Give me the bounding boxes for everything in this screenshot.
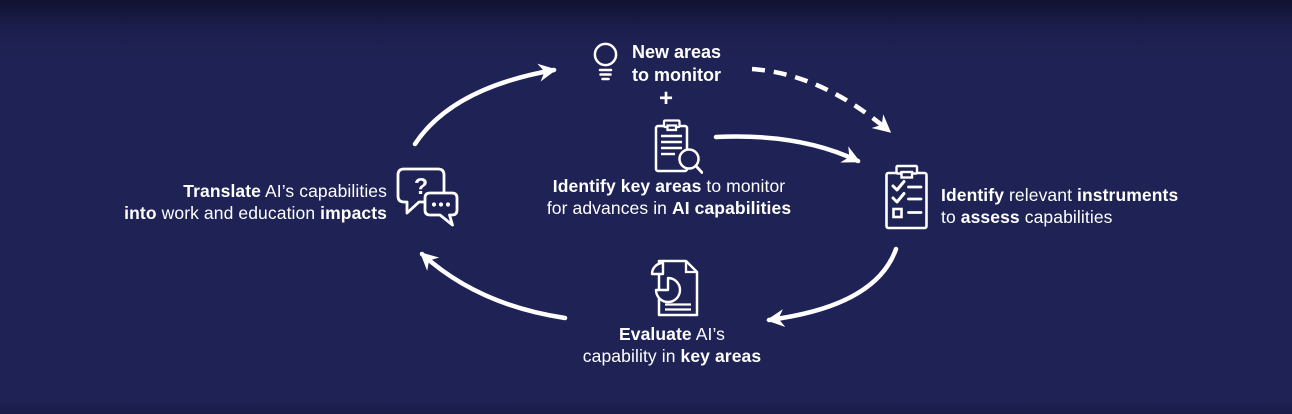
report-pie-icon	[650, 259, 699, 317]
identify-line1: Identify key areas to monitor	[552, 176, 786, 196]
translate-line2: into work and education impacts	[124, 203, 387, 223]
instruments-line1: Identify relevant instruments	[941, 185, 1179, 205]
evaluate-label: Evaluate AI’s capability in key areas	[517, 323, 827, 367]
checklist-icon	[885, 164, 928, 230]
instruments-line2: to assess capabilities	[941, 207, 1113, 227]
chat-bubbles-icon: ?	[396, 167, 459, 227]
lightbulb-icon	[593, 42, 618, 81]
identify-line2: for advances in AI capabilities	[546, 198, 792, 218]
new-areas-line1: New areas	[632, 42, 722, 62]
question-mark-glyph: ?	[414, 173, 428, 199]
arrow-evaluate-to-translate	[419, 251, 568, 321]
arrow-dashed-new-areas-to-instruments	[751, 66, 892, 133]
new-areas-label: New areas to monitor	[632, 41, 721, 87]
instruments-label: Identify relevant instruments to assess …	[941, 184, 1178, 228]
new-areas-line2: to monitor	[632, 65, 721, 85]
plus-sign: +	[658, 85, 673, 112]
translate-label: Translate AI’s capabilities into work an…	[86, 180, 387, 224]
translate-line1: Translate AI’s capabilities	[183, 181, 387, 201]
arrow-identify-to-instruments	[713, 134, 861, 164]
evaluate-line2: capability in key areas	[582, 346, 762, 366]
arrow-translate-to-new-areas	[412, 63, 557, 147]
arrow-instruments-to-evaluate	[766, 246, 899, 327]
identify-key-areas-label: Identify key areas to monitor for advanc…	[518, 175, 820, 219]
clipboard-search-icon	[654, 119, 703, 174]
evaluate-line1: Evaluate AI’s	[618, 324, 726, 344]
